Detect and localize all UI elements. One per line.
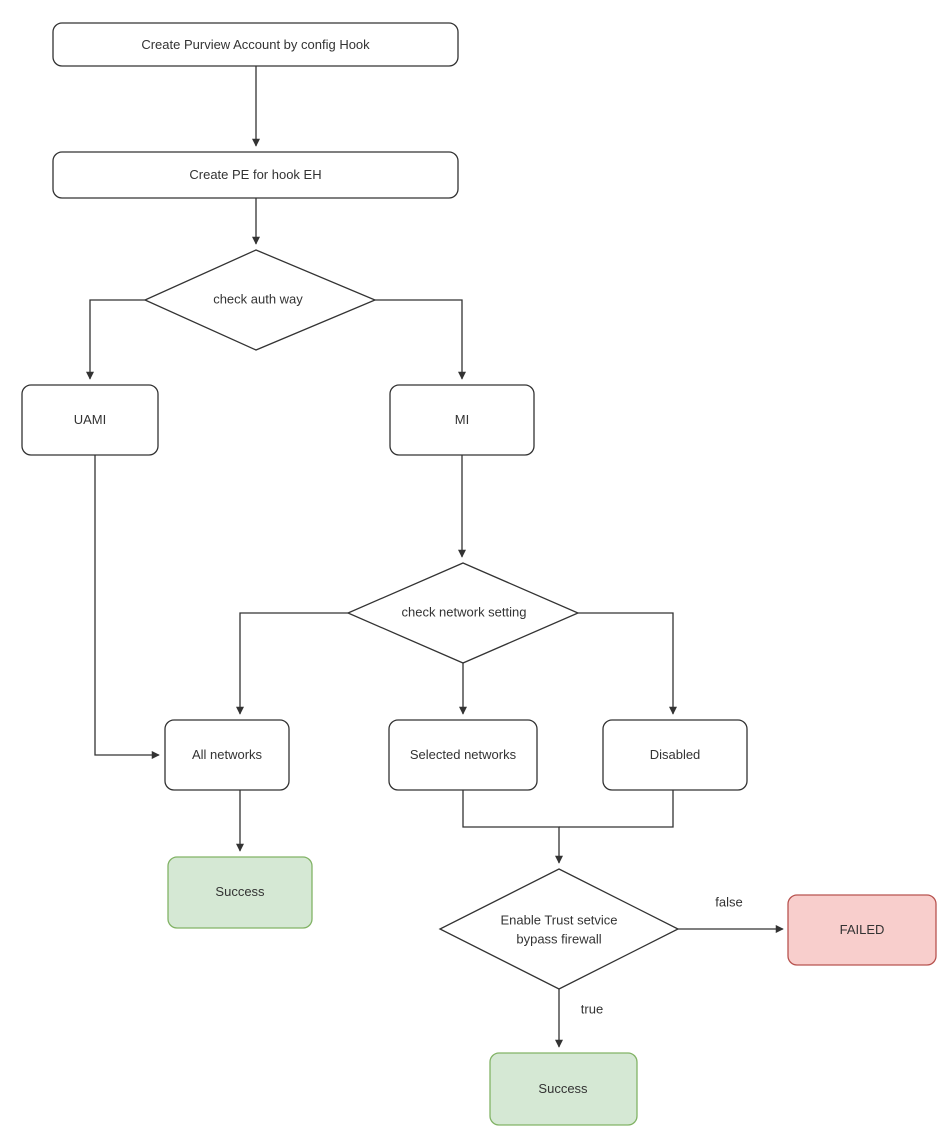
edge-check-network-to-all-networks [235,612,348,715]
node-failed[interactable]: FAILED [787,894,937,966]
node-disabled[interactable]: Disabled [602,719,748,791]
node-create-pe-label: Create PE for hook EH [189,167,321,182]
node-success-left-label: Success [215,884,265,899]
node-selected-networks-shape[interactable] [388,719,538,791]
edge-selected-networks-to-enable-trust [462,790,564,864]
node-failed-shape[interactable] [787,894,937,966]
node-all-networks-shape[interactable] [164,719,290,791]
node-create-purview-account[interactable]: Create Purview Account by config Hook [52,22,459,67]
node-success-bottom[interactable]: Success [489,1052,638,1126]
node-enable-trust-service-label-line2: bypass firewall [516,931,601,946]
edges-layer [85,66,784,1048]
node-uami-label: UAMI [74,412,107,427]
node-selected-networks-label: Selected networks [410,747,517,762]
node-create-pe-shape[interactable] [52,151,459,199]
edge-labels-layer: false true [581,894,743,1016]
node-success-left-shape[interactable] [167,856,313,929]
edge-disabled-to-enable-trust [559,790,674,828]
edge-check-auth-to-mi [375,299,467,380]
node-selected-networks[interactable]: Selected networks [388,719,538,791]
node-enable-trust-service[interactable]: Enable Trust setvice bypass firewall [438,868,680,990]
edge-check-network-to-disabled [578,612,678,715]
node-all-networks-label: All networks [192,747,263,762]
node-success-bottom-label: Success [538,1081,588,1096]
node-create-purview-account-label: Create Purview Account by config Hook [141,37,370,52]
node-mi-shape[interactable] [389,384,535,456]
node-check-auth-way-shape[interactable] [143,249,377,351]
node-failed-label: FAILED [840,922,885,937]
node-check-network-setting-label: check network setting [401,604,526,619]
node-enable-trust-service-label-line1: Enable Trust setvice [500,912,617,927]
node-check-auth-way-label: check auth way [213,291,303,306]
node-check-network-setting-shape[interactable] [346,562,580,664]
node-mi-label: MI [455,412,469,427]
node-check-network-setting[interactable]: check network setting [346,562,580,664]
node-disabled-label: Disabled [650,747,701,762]
node-create-pe[interactable]: Create PE for hook EH [52,151,459,199]
node-all-networks[interactable]: All networks [164,719,290,791]
edge-uami-to-all-networks [94,455,160,760]
node-create-purview-account-shape[interactable] [52,22,459,67]
edge-check-auth-to-uami [85,299,145,380]
node-uami-shape[interactable] [21,384,159,456]
node-mi[interactable]: MI [389,384,535,456]
edge-label-false: false [715,894,742,909]
node-disabled-shape[interactable] [602,719,748,791]
node-uami[interactable]: UAMI [21,384,159,456]
node-check-auth-way[interactable]: check auth way [143,249,377,351]
edge-label-true: true [581,1001,603,1016]
node-success-bottom-shape[interactable] [489,1052,638,1126]
node-success-left[interactable]: Success [167,856,313,929]
node-enable-trust-service-shape[interactable] [438,868,680,990]
